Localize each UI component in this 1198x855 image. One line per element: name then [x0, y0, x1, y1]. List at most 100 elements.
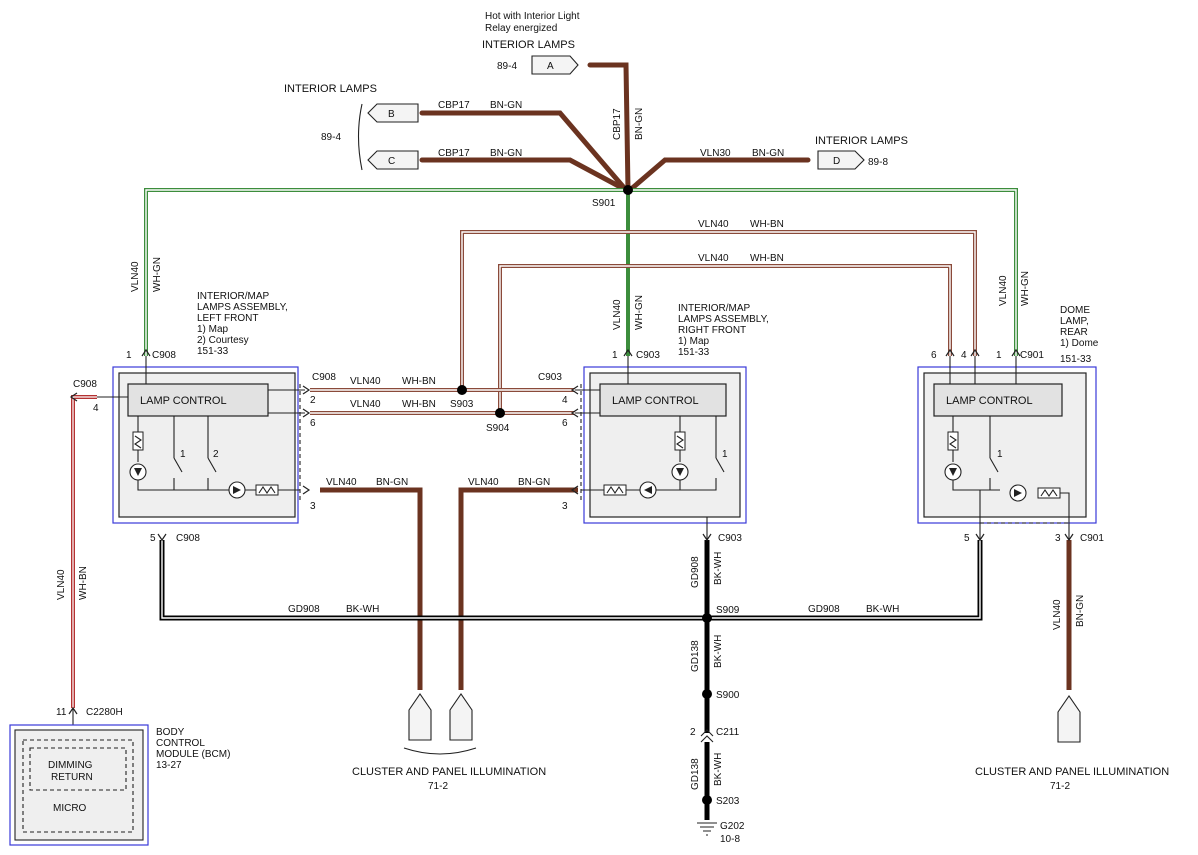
- connector-d-ref: 89-8: [868, 157, 888, 168]
- gd908-right-color: BK-WH: [866, 604, 899, 615]
- connector-c-label: C: [388, 156, 395, 167]
- wire-left-circuit: VLN40: [130, 261, 141, 292]
- cluster-right-label: CLUSTER AND PANEL ILLUMINATION: [975, 766, 1169, 778]
- splice-s900-label: S900: [716, 690, 740, 701]
- right-module-line1: INTERIOR/MAP: [678, 303, 751, 314]
- ground-wires: [159, 540, 983, 820]
- wire-gd908: [159, 540, 983, 621]
- connector-d-label: D: [833, 156, 840, 167]
- dome-lamp-control: [933, 383, 1063, 417]
- cluster-left-connectors: [403, 693, 477, 755]
- wire-mid-cluster-circuit: VLN40: [468, 477, 499, 488]
- splice-s901: [623, 185, 633, 195]
- gd138-upper-circuit: GD138: [690, 640, 701, 672]
- connector-d: D 89-8: [817, 150, 888, 170]
- left-lamp-control: [127, 383, 269, 417]
- gd908-vert-circuit: GD908: [690, 556, 701, 588]
- connector-arrows: [68, 348, 1074, 715]
- wire-s901-right-core: [630, 189, 1017, 356]
- mid-resistor-icon-2: [603, 484, 627, 496]
- cluster-wires: [320, 487, 1072, 690]
- power-wires: [419, 62, 811, 193]
- wire-a-color: BN-GN: [634, 108, 645, 140]
- c211-connector: [700, 729, 714, 743]
- bcm-return-label: RETURN: [51, 772, 93, 783]
- left-c908-pin6: 6: [310, 418, 316, 429]
- splice-s909-label: S909: [716, 605, 740, 616]
- wire-d-to-s901: [627, 157, 811, 193]
- mid-c903-label-top: C903: [636, 350, 660, 361]
- left-module-line2: LAMPS ASSEMBLY,: [197, 302, 288, 313]
- splice-s904: [495, 408, 505, 418]
- dome-pin6: 6: [931, 350, 937, 361]
- wire-s903-color: WH-BN: [402, 376, 436, 387]
- connector-c: C: [367, 150, 419, 170]
- dome-lamp-rear: LAMP CONTROL 1: [917, 356, 1097, 540]
- interior-lamps-bc-label: INTERIOR LAMPS: [284, 83, 377, 95]
- right-module-line3: RIGHT FRONT: [678, 325, 746, 336]
- left-c908-pin2: 2: [310, 395, 316, 406]
- wh-bn-wires: [310, 230, 977, 415]
- left-module-line3: LEFT FRONT: [197, 313, 258, 324]
- bcm-line3: MODULE (BCM): [156, 749, 230, 760]
- green-wires: [144, 188, 1018, 356]
- left-c908-label-mid: C908: [312, 372, 336, 383]
- cluster-right-connector: [1057, 695, 1081, 743]
- dome-c901-label-bottom: C901: [1080, 533, 1104, 544]
- bcm-line4: 13-27: [156, 760, 182, 771]
- mid-c903-pin3: 3: [562, 501, 568, 512]
- gd138-lower-color: BK-WH: [713, 753, 724, 786]
- left-module-line1: INTERIOR/MAP: [197, 291, 270, 302]
- cluster-right-ref: 71-2: [1050, 781, 1070, 792]
- interior-lamps-a-label: INTERIOR LAMPS: [482, 39, 575, 51]
- left-c908-pin5: 5: [150, 533, 156, 544]
- wire-right-circuit: VLN40: [998, 275, 1009, 306]
- ground-icon: [697, 822, 717, 836]
- mid-c903-pin6: 6: [562, 418, 568, 429]
- dome-pin4: 4: [961, 350, 967, 361]
- wire-b-circuit: CBP17: [438, 100, 470, 111]
- left-front-lamp-assembly: LAMP CONTROL 1 2: [97, 356, 305, 524]
- dome-resistor-icon: [947, 431, 959, 451]
- gd138-upper-color: BK-WH: [713, 635, 724, 668]
- connector-a-ref: 89-4: [497, 61, 517, 72]
- left-resistor-icon-2: [255, 484, 279, 496]
- wire-c-to-s901: [419, 157, 629, 193]
- wire-mid-cluster-color: BN-GN: [518, 477, 550, 488]
- wire-dome4-color: WH-BN: [750, 219, 784, 230]
- left-module-line5: 2) Courtesy: [197, 335, 249, 346]
- dome-module-line3: REAR: [1060, 327, 1088, 338]
- wire-mid-color: WH-GN: [634, 295, 645, 330]
- mid-c903-label-bottom: C903: [718, 533, 742, 544]
- left-c908-label-bottom: C908: [176, 533, 200, 544]
- wire-dome-pin4-s903-core: [461, 231, 976, 390]
- dome-module-line4: 1) Dome: [1060, 338, 1099, 349]
- left-switch2-label: 2: [213, 449, 219, 460]
- dome-pin1: 1: [996, 350, 1002, 361]
- wire-c908-pin4-bcm: [71, 395, 97, 708]
- gd908-left-circuit: GD908: [288, 604, 320, 615]
- wire-b-to-s901: [419, 110, 629, 193]
- gd908-vert-color: BK-WH: [713, 552, 724, 585]
- wire-bcm-color: WH-BN: [78, 566, 89, 600]
- connector-a-label: A: [547, 61, 554, 72]
- mid-c903-pin4: 4: [562, 395, 568, 406]
- bracket-bc: [357, 103, 363, 171]
- wire-dome6-circuit: VLN40: [698, 253, 729, 264]
- right-module-line5: 151-33: [678, 347, 710, 358]
- wire-d-color: BN-GN: [752, 148, 784, 159]
- dome-pin5: 5: [964, 533, 970, 544]
- dome-module-line2: LAMP,: [1060, 316, 1089, 327]
- wire-dome-cluster-circuit: VLN40: [1052, 599, 1063, 630]
- wire-s903-circuit: VLN40: [350, 376, 381, 387]
- dome-c901-pin3: 3: [1055, 533, 1061, 544]
- mid-c903-pin1: 1: [612, 350, 618, 361]
- connector-b: B: [367, 103, 419, 123]
- right-module-line2: LAMPS ASSEMBLY,: [678, 314, 769, 325]
- wire-bcm-circuit: VLN40: [56, 569, 67, 600]
- c211-pin2: 2: [690, 727, 696, 738]
- dome-lamp-control-label: LAMP CONTROL: [946, 395, 1033, 407]
- gd908-left-color: BK-WH: [346, 604, 379, 615]
- left-lamp-control-label: LAMP CONTROL: [140, 395, 227, 407]
